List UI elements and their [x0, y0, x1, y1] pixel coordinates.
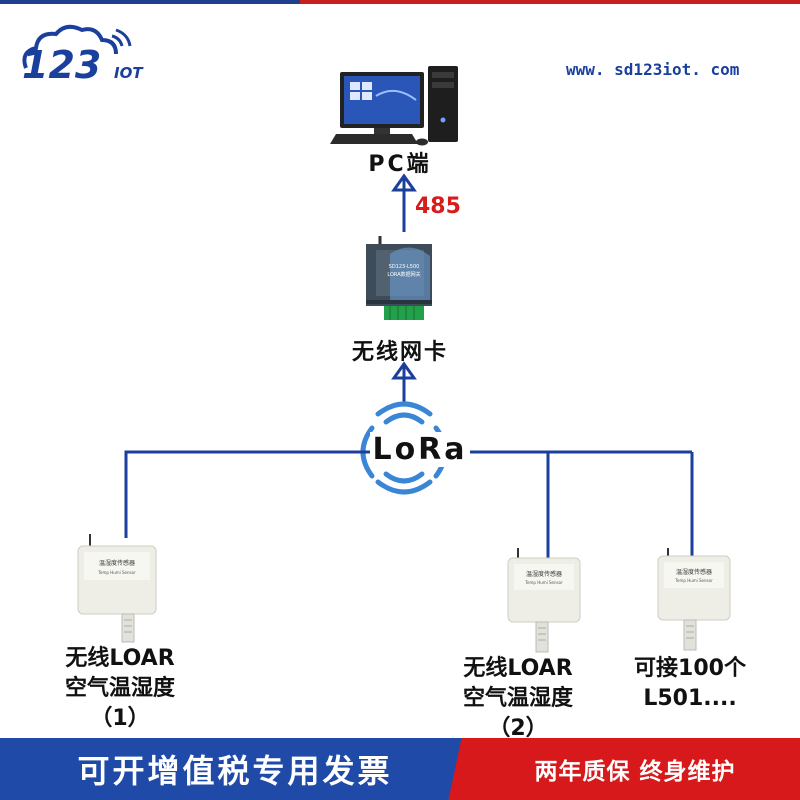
footer-invoice-banner: 可开增值税专用发票: [0, 738, 470, 800]
pc-tower-icon: [428, 66, 458, 142]
sensor-3-line-2: L501....: [643, 686, 737, 711]
sensor-3-line-1: 可接100个: [634, 656, 746, 681]
arrow-up-icon: [391, 361, 417, 380]
sensor-1-label: 无线LOAR 空气温湿度 （1）: [30, 644, 210, 734]
sensor-device-icon: 温湿度传感器 Temp Humi Sensor: [77, 534, 157, 643]
gateway-device-icon: SD123-L500 LORA数据网关: [366, 236, 432, 320]
sensor-1-device-sub: Temp Humi Sensor: [97, 570, 136, 575]
top-accent-bar-red: [300, 0, 800, 4]
sensor-2-line-1: 无线LOAR: [463, 656, 573, 681]
website-url: www. sd123iot. com: [566, 60, 740, 79]
sensor-1-line-2: 空气温湿度: [64, 676, 175, 701]
lora-label: LoRa: [370, 432, 470, 467]
sensor-2-device-title: 温湿度传感器: [526, 570, 562, 578]
footer-warranty-banner: 两年质保 终身维护: [470, 738, 800, 800]
keyboard-icon: [330, 134, 428, 146]
gateway-label: 无线网卡: [351, 340, 448, 365]
sensor-1-device-title: 温湿度传感器: [99, 559, 135, 567]
sensor-device-icon: 温湿度传感器 Temp Humi Sensor: [507, 548, 581, 653]
sensor-2-device-sub: Temp Humi Sensor: [524, 580, 563, 585]
arrow-up-icon: [391, 173, 417, 192]
sensor-2-label: 无线LOAR 空气温湿度 （2）: [428, 654, 608, 744]
pc-monitor-icon: [340, 72, 424, 140]
sensor-3-device-title: 温湿度传感器: [676, 568, 712, 576]
brand-logo: 123 IOT: [22, 24, 144, 87]
sensor-3-device-sub: Temp Humi Sensor: [674, 578, 713, 583]
top-accent-bar-blue: [0, 0, 300, 4]
sensor-device-icon: 温湿度传感器 Temp Humi Sensor: [657, 548, 731, 651]
gateway-panel-text-2: LORA数据网关: [387, 271, 420, 278]
link-sensor-1: [124, 450, 370, 538]
logo-number: 123: [22, 43, 101, 87]
gateway-panel-text-1: SD123-L500: [389, 264, 420, 270]
sensor-1-line-1: 无线LOAR: [65, 646, 175, 671]
pc-label: PC端: [368, 152, 432, 177]
sensor-1-line-3: （1）: [90, 706, 150, 731]
sensor-2-line-3: （2）: [488, 716, 548, 741]
sensor-2-line-2: 空气温湿度: [462, 686, 573, 711]
protocol-label: 485: [415, 194, 461, 219]
sensor-3-label: 可接100个 L501....: [620, 654, 760, 714]
logo-sub: IOT: [114, 64, 144, 82]
